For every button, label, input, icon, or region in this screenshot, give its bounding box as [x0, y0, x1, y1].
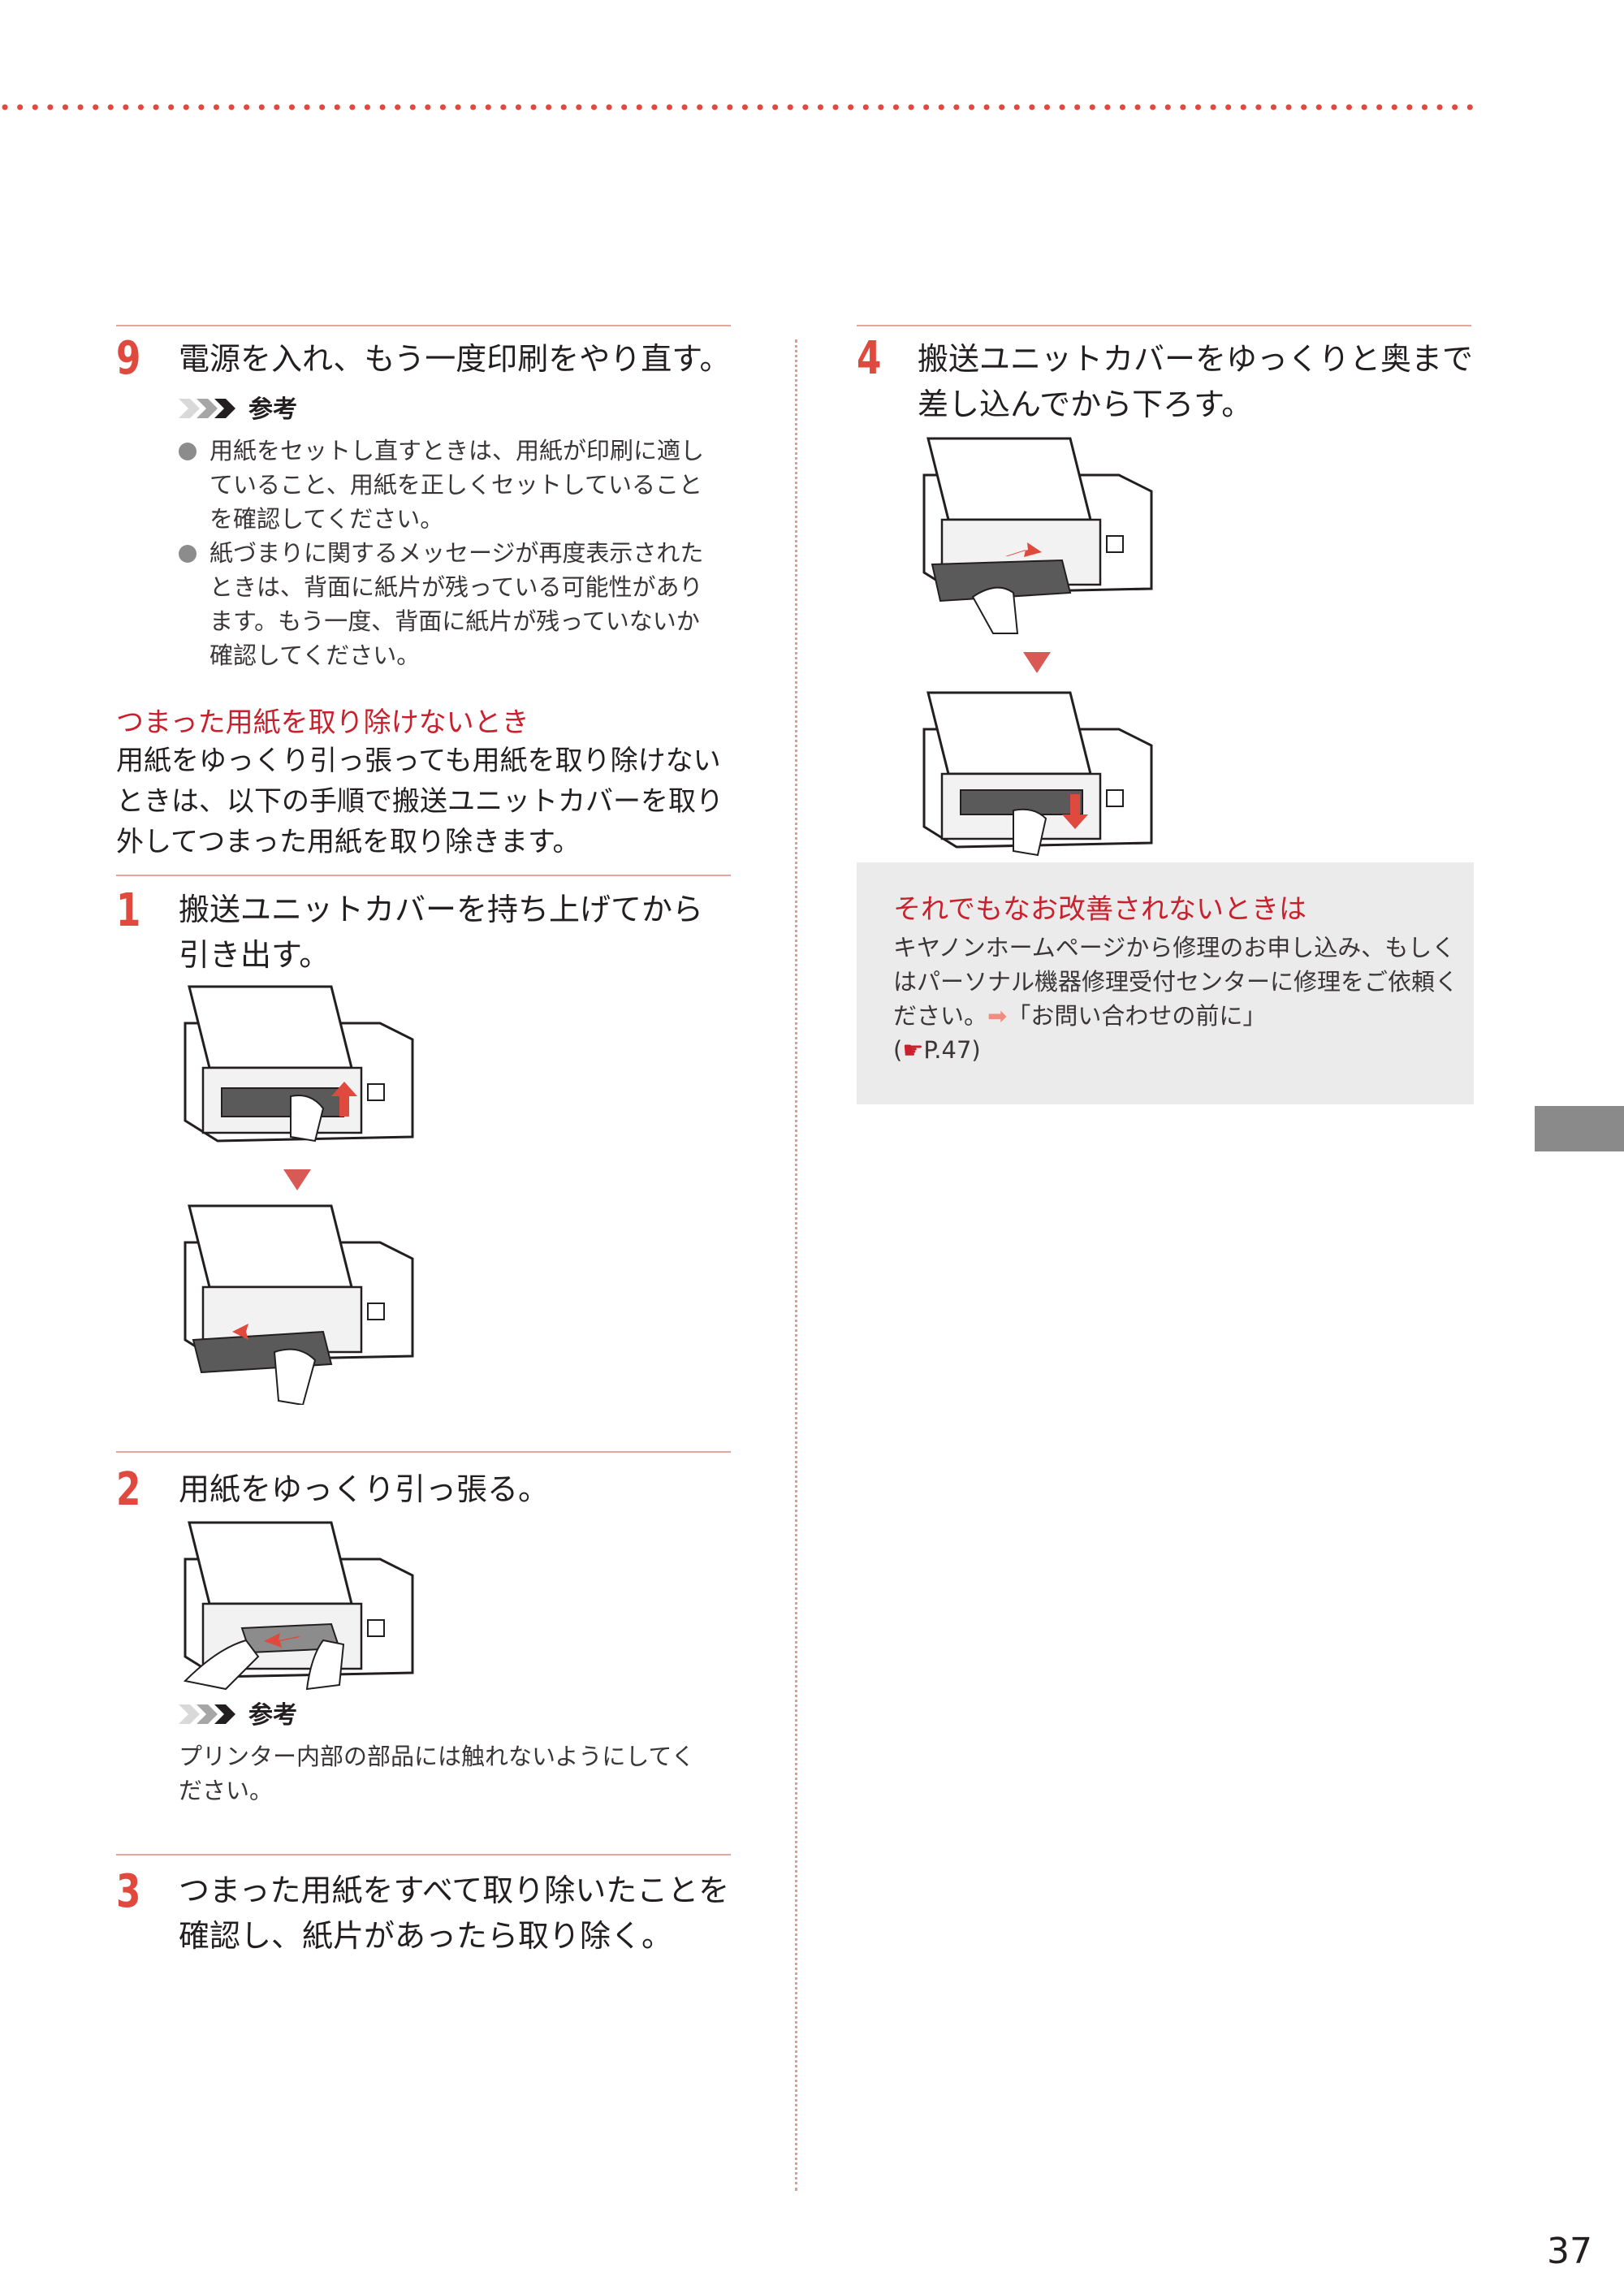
step-rule	[116, 875, 731, 876]
list-item: 用紙をセットし直すときは、用紙が印刷に適していること、用紙を正しくセットしている…	[179, 434, 715, 536]
step-instruction: 搬送ユニットカバーをゆっくりと奥まで差し込んでから下ろす。	[918, 341, 1474, 422]
section-body: 用紙をゆっくり引っ張っても用紙を取り除けないときは、以下の手順で搬送ユニットカバ…	[116, 745, 723, 858]
step-rule	[116, 325, 731, 326]
reference-note: プリンター内部の部品には触れないようにしてください。	[179, 1743, 695, 1804]
step-instruction: 用紙をゆっくり引っ張る。	[179, 1471, 550, 1507]
reference-label: 参考	[248, 1701, 297, 1730]
printer-illustration-lift-cover	[184, 985, 414, 1143]
reference-heading: 参考	[179, 394, 297, 427]
reference-bullet-list: 用紙をセットし直すときは、用紙が印刷に適していること、用紙を正しくセットしている…	[179, 434, 715, 672]
notice-box: それでもなお改善されないときは キヤノンホームページから修理のお申し込み、もしく…	[857, 862, 1474, 1104]
printer-illustration-pull-paper	[183, 1521, 414, 1691]
down-arrow-icon	[1023, 652, 1051, 673]
top-dotted-rule	[2, 104, 1478, 110]
list-item: 紙づまりに関するメッセージが再度表示されたときは、背面に紙片が残っている可能性が…	[179, 536, 715, 672]
printer-illustration-insert-cover	[922, 437, 1153, 634]
step-rule	[116, 1451, 731, 1453]
step-number: 2	[116, 1463, 141, 1516]
printer-illustration-pull-cover	[184, 1204, 414, 1405]
step-instruction: 電源を入れ、もう一度印刷をやり直す。	[179, 341, 731, 377]
reference-arrows-icon	[179, 395, 239, 427]
printer-illustration-lower-cover	[922, 691, 1153, 857]
step-number: 3	[116, 1865, 141, 1918]
section-title: つまった用紙を取り除けないとき	[116, 706, 529, 739]
step-rule	[857, 325, 1471, 326]
bullet-icon	[179, 443, 197, 460]
contact-link[interactable]: 「お問い合わせの前に」	[1007, 1002, 1267, 1030]
page-reference-link[interactable]: P.47)	[923, 1036, 981, 1064]
link-arrow-icon: ➡	[987, 1002, 1008, 1030]
notice-title: それでもなお改善されないときは	[893, 893, 1307, 926]
notice-body: キヤノンホームページから修理のお申し込み、もしくはパーソナル機器修理受付センター…	[893, 934, 1459, 1064]
step-number: 1	[116, 884, 141, 937]
reference-heading: 参考	[179, 1700, 297, 1733]
step-instruction: つまった用紙をすべて取り除いたことを確認し、紙片があったら取り除く。	[179, 1873, 730, 1954]
step-number: 4	[857, 332, 882, 385]
column-separator	[795, 339, 797, 2191]
down-arrow-icon	[283, 1169, 311, 1190]
step-number: 9	[116, 332, 141, 385]
step-rule	[116, 1854, 731, 1856]
step-instruction: 搬送ユニットカバーを持ち上げてから引き出す。	[179, 892, 704, 973]
reference-label: 参考	[248, 395, 297, 424]
chapter-tab	[1535, 1106, 1624, 1151]
page-number: 37	[1547, 2231, 1592, 2272]
reference-arrows-icon	[179, 1700, 239, 1733]
bullet-icon	[179, 545, 197, 563]
page-reference-icon: ☛	[902, 1036, 924, 1064]
